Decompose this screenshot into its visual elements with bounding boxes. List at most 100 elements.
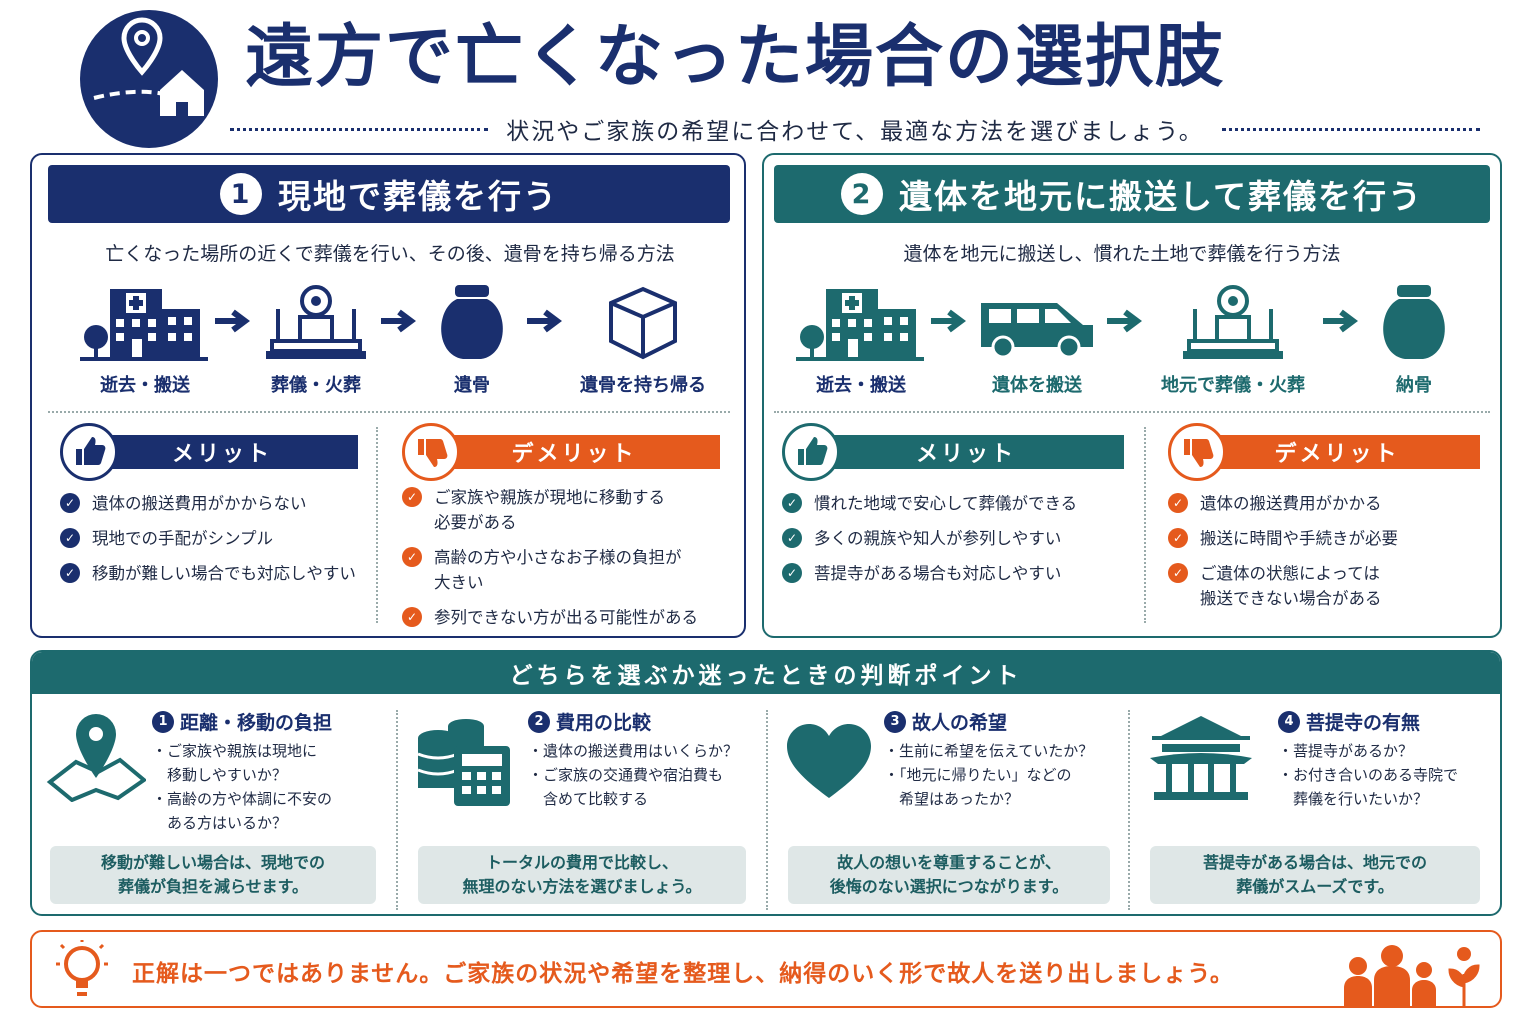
list-item: ✓慣れた地域で安心して葬儀ができる	[782, 491, 1124, 516]
flow-step: 逝去・搬送	[80, 281, 210, 397]
check-icon: ✓	[60, 528, 80, 548]
hospital-icon	[796, 289, 924, 361]
judgment-bullets: ・菩提寺があるか？ ・お付き合いのある寺院で 葬儀を行いたいか？	[1278, 742, 1459, 808]
judgment-bullets: ・遺体の搬送費用はいくらか？ ・ご家族の交通費や宿泊費も 含めて比較する	[528, 742, 739, 808]
option-2-flow: 逝去・搬送 遺体を搬送 地元で葬儀・火葬	[796, 281, 1464, 397]
dotted-divider	[1128, 710, 1130, 910]
arrow-right-icon	[210, 281, 256, 361]
arrow-right-icon	[1318, 281, 1364, 361]
check-icon: ✓	[402, 547, 422, 567]
list-item: ✓参列できない方が出る可能性がある	[402, 605, 720, 630]
merit-section: メリット ✓遺体の搬送費用がかからない ✓現地での手配がシンプル ✓移動が難しい…	[60, 423, 358, 596]
check-icon: ✓	[402, 607, 422, 627]
list-item: ✓遺体の搬送費用がかからない	[60, 491, 358, 516]
location-home-icon	[93, 17, 204, 116]
list-item: ✓ご遺体の状態によっては 搬送できない場合がある	[1168, 561, 1480, 611]
list-item: ✓遺体の搬送費用がかかる	[1168, 491, 1480, 516]
list-item: ✓多くの親族や知人が参列しやすい	[782, 526, 1124, 551]
subtitle-row: 状況やご家族の希望に合わせて、最適な方法を選びましょう。	[230, 114, 1481, 145]
check-icon: ✓	[782, 563, 802, 583]
option-2-description: 遺体を地元に搬送し、慣れた土地で葬儀を行う方法	[903, 243, 1341, 265]
box-icon	[609, 286, 677, 360]
arrow-right-icon	[376, 281, 422, 361]
flow-step-label: 遺骨	[454, 375, 490, 396]
header-logo	[80, 10, 218, 148]
heart-icon	[787, 724, 871, 798]
flow-step-label: 葬儀・火葬	[271, 375, 361, 396]
list-item: ✓菩提寺がある場合も対応しやすい	[782, 561, 1124, 586]
check-icon: ✓	[1168, 493, 1188, 513]
judgment-note: 菩提寺がある場合は、地元での 葬儀がスムーズです。	[1150, 846, 1480, 904]
list-item: ✓高齢の方や小さなお子様の負担が 大きい	[402, 545, 720, 595]
option-1-flow: 逝去・搬送 葬儀・火葬 遺骨	[80, 281, 718, 397]
thumbs-down-icon	[1168, 423, 1226, 481]
temple-icon	[1150, 716, 1252, 800]
flow-step-label: 逝去・搬送	[100, 375, 190, 396]
footer-message: 正解は一つではありません。ご家族の状況や希望を整理し、納得のいく形で故人を送り出…	[132, 961, 1234, 987]
arrow-right-icon	[926, 281, 972, 361]
option-2-heading: 遺体を地元に搬送して葬儀を行う	[898, 177, 1423, 216]
merit-list: ✓慣れた地域で安心して葬儀ができる ✓多くの親族や知人が参列しやすい ✓菩提寺が…	[782, 491, 1124, 586]
list-item: ✓移動が難しい場合でも対応しやすい	[60, 561, 358, 586]
dotted-divider	[376, 427, 378, 623]
dotted-divider	[396, 710, 398, 910]
judgment-note: 故人の想いを尊重することが、 後悔のない選択につながります。	[788, 846, 1110, 904]
check-icon: ✓	[60, 563, 80, 583]
flow-step-label: 地元で葬儀・火葬	[1161, 375, 1305, 396]
option-2-card: 2 遺体を地元に搬送して葬儀を行う 遺体を地元に搬送し、慣れた土地で葬儀を行う方…	[762, 153, 1502, 638]
judgment-heading: どちらを選ぶか迷ったときの判断ポイント	[32, 652, 1500, 694]
check-icon: ✓	[402, 487, 422, 507]
funeral-altar-icon	[1183, 285, 1283, 359]
check-icon: ✓	[782, 528, 802, 548]
option-1-heading: 現地で葬儀を行う	[278, 177, 558, 216]
flow-step-label: 遺体を搬送	[992, 375, 1082, 396]
coins-calculator-icon	[417, 719, 510, 806]
urn-icon	[1383, 285, 1445, 359]
option-1-description: 亡くなった場所の近くで葬儀を行い、その後、遺骨を持ち帰る方法	[105, 243, 675, 265]
option-1-header: 1 現地で葬儀を行う	[48, 165, 730, 223]
judgment-note: トータルの費用で比較し、 無理のない方法を選びましょう。	[418, 846, 746, 904]
van-icon	[981, 303, 1093, 359]
option-number-badge: 2	[840, 173, 883, 215]
page-title: 遠方で亡くなった場合の選択肢	[245, 18, 1226, 97]
flow-step-label: 納骨	[1396, 375, 1432, 396]
thumbs-up-icon	[782, 423, 840, 481]
judgment-bullets: ・ご家族や親族は現地に 移動しやすいか？ ・高齢の方や体調に不安の ある方はいる…	[152, 742, 333, 832]
demerit-list: ✓遺体の搬送費用がかかる ✓搬送に時間や手続きが必要 ✓ご遺体の状態によっては …	[1168, 491, 1480, 611]
merit-label: メリット	[808, 435, 1124, 469]
option-number-badge: 1	[220, 173, 262, 215]
judgment-bullets: ・生前に希望を伝えていたか？ ・「地元に帰りたい」などの 希望はあったか？	[884, 742, 1094, 808]
merit-label: メリット	[86, 435, 358, 469]
list-item: ✓搬送に時間や手続きが必要	[1168, 526, 1480, 551]
dotted-divider	[766, 710, 768, 910]
dotted-divider	[230, 127, 489, 131]
dotted-divider	[1221, 127, 1481, 131]
thumbs-up-icon	[60, 423, 118, 481]
flow-step-label: 遺骨を持ち帰る	[580, 375, 706, 396]
funeral-altar-icon	[266, 285, 366, 359]
dotted-divider	[774, 411, 1490, 413]
footer-banner: 正解は一つではありません。ご家族の状況や希望を整理し、納得のいく形で故人を送り出…	[30, 930, 1502, 1008]
judgment-note: 移動が難しい場合は、現地での 葬儀が負担を減らせます。	[50, 846, 376, 904]
arrow-right-icon	[522, 281, 568, 361]
demerit-label: デメリット	[1194, 435, 1480, 469]
flow-step: 遺体を搬送	[972, 281, 1102, 397]
dotted-divider	[1144, 427, 1146, 623]
demerit-list: ✓ご家族や親族が現地に移動する 必要がある ✓高齢の方や小さなお子様の負担が 大…	[402, 485, 720, 630]
check-icon: ✓	[782, 493, 802, 513]
list-item: ✓ご家族や親族が現地に移動する 必要がある	[402, 485, 720, 535]
merit-section: メリット ✓慣れた地域で安心して葬儀ができる ✓多くの親族や知人が参列しやすい …	[782, 423, 1124, 596]
demerit-section: デメリット ✓遺体の搬送費用がかかる ✓搬送に時間や手続きが必要 ✓ご遺体の状態…	[1168, 423, 1480, 621]
flow-step: 遺骨を持ち帰る	[568, 281, 718, 397]
urn-icon	[441, 285, 503, 359]
demerit-label: デメリット	[428, 435, 720, 469]
option-2-header: 2 遺体を地元に搬送して葬儀を行う	[774, 165, 1490, 223]
check-icon: ✓	[1168, 528, 1188, 548]
merit-list: ✓遺体の搬送費用がかからない ✓現地での手配がシンプル ✓移動が難しい場合でも対…	[60, 491, 358, 586]
